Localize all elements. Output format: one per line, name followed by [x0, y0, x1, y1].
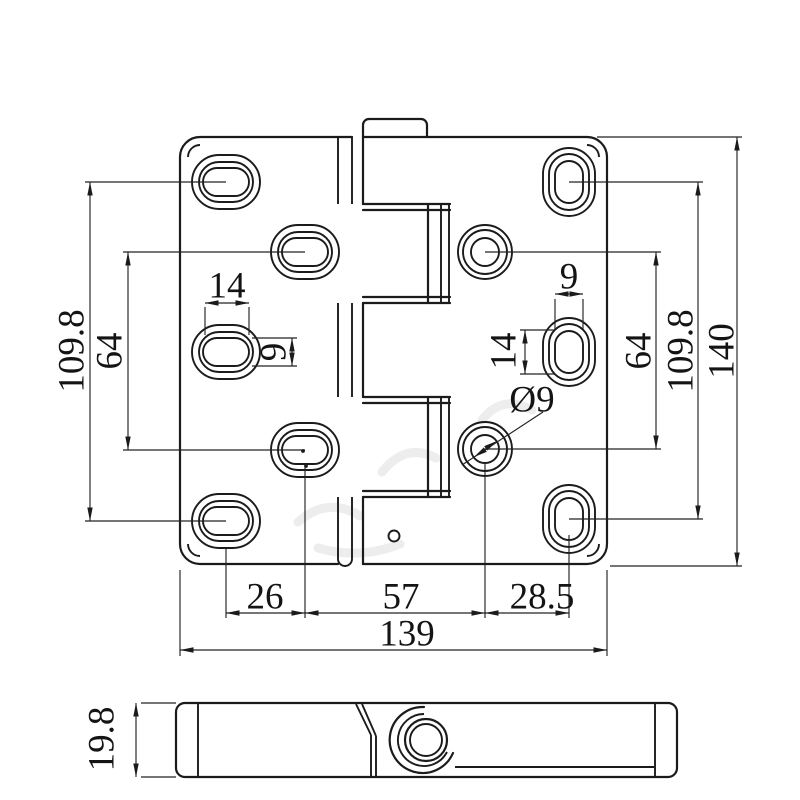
- dim-left-slot-height: 9: [252, 337, 297, 367]
- right-leaf-outline: [361, 135, 609, 566]
- dim-label-thickness: 19.8: [82, 707, 123, 772]
- side-view: 19.8: [82, 701, 679, 779]
- knuckle-lines: [337, 135, 452, 567]
- dim-label-left-span-inner: 64: [90, 333, 131, 370]
- front-view: 109.8 64 14 9: [52, 117, 743, 656]
- dim-right-slot-height: 14: [484, 329, 554, 375]
- dim-right-span-outer: 109.8: [569, 181, 703, 520]
- side-view-body: [174, 701, 679, 779]
- knuckle-barrel: [388, 705, 455, 775]
- dim-label-bottom-center-span: 57: [383, 577, 420, 618]
- dim-label-right-slot-width: 9: [560, 257, 579, 298]
- dim-label-overall-width: 139: [379, 614, 435, 655]
- slot-hole: [191, 324, 261, 380]
- slot-hole-vertical: [542, 317, 596, 387]
- dim-label-left-span-outer: 109.8: [52, 309, 93, 392]
- dim-label-left-slot-height: 9: [254, 343, 295, 362]
- dim-bottom-row: 26 57 28.5: [225, 464, 575, 618]
- dim-label-bottom-left-offset: 26: [247, 577, 284, 618]
- dim-overall-height: 140: [597, 136, 743, 567]
- hinge-pin-tab: [361, 117, 429, 139]
- small-pilot-hole: [387, 529, 401, 543]
- dim-label-bottom-right-offset: 28.5: [510, 577, 575, 618]
- watermark: [293, 399, 537, 558]
- dim-left-span-inner: 64: [90, 251, 308, 468]
- left-leaf-outline: [178, 135, 354, 566]
- dim-left-slot-width: 14: [204, 266, 250, 335]
- dimensions: 109.8 64 14 9: [52, 136, 743, 656]
- dim-right-slot-width: 9: [554, 257, 584, 329]
- dim-label-right-span-inner: 64: [619, 333, 660, 370]
- dim-thickness: 19.8: [82, 702, 176, 778]
- dim-label-left-slot-width: 14: [209, 266, 246, 307]
- dim-right-span-inner: 64: [485, 251, 661, 450]
- dim-label-overall-height: 140: [702, 323, 743, 379]
- dim-label-right-span-outer: 109.8: [661, 309, 702, 392]
- dim-label-right-slot-height: 14: [484, 333, 525, 370]
- dim-hole-diameter-leader: Ø9: [461, 380, 555, 466]
- dim-left-span-outer: 109.8: [52, 181, 226, 522]
- dim-label-hole-diameter: Ø9: [509, 380, 554, 421]
- dim-overall-width: 139: [179, 570, 608, 656]
